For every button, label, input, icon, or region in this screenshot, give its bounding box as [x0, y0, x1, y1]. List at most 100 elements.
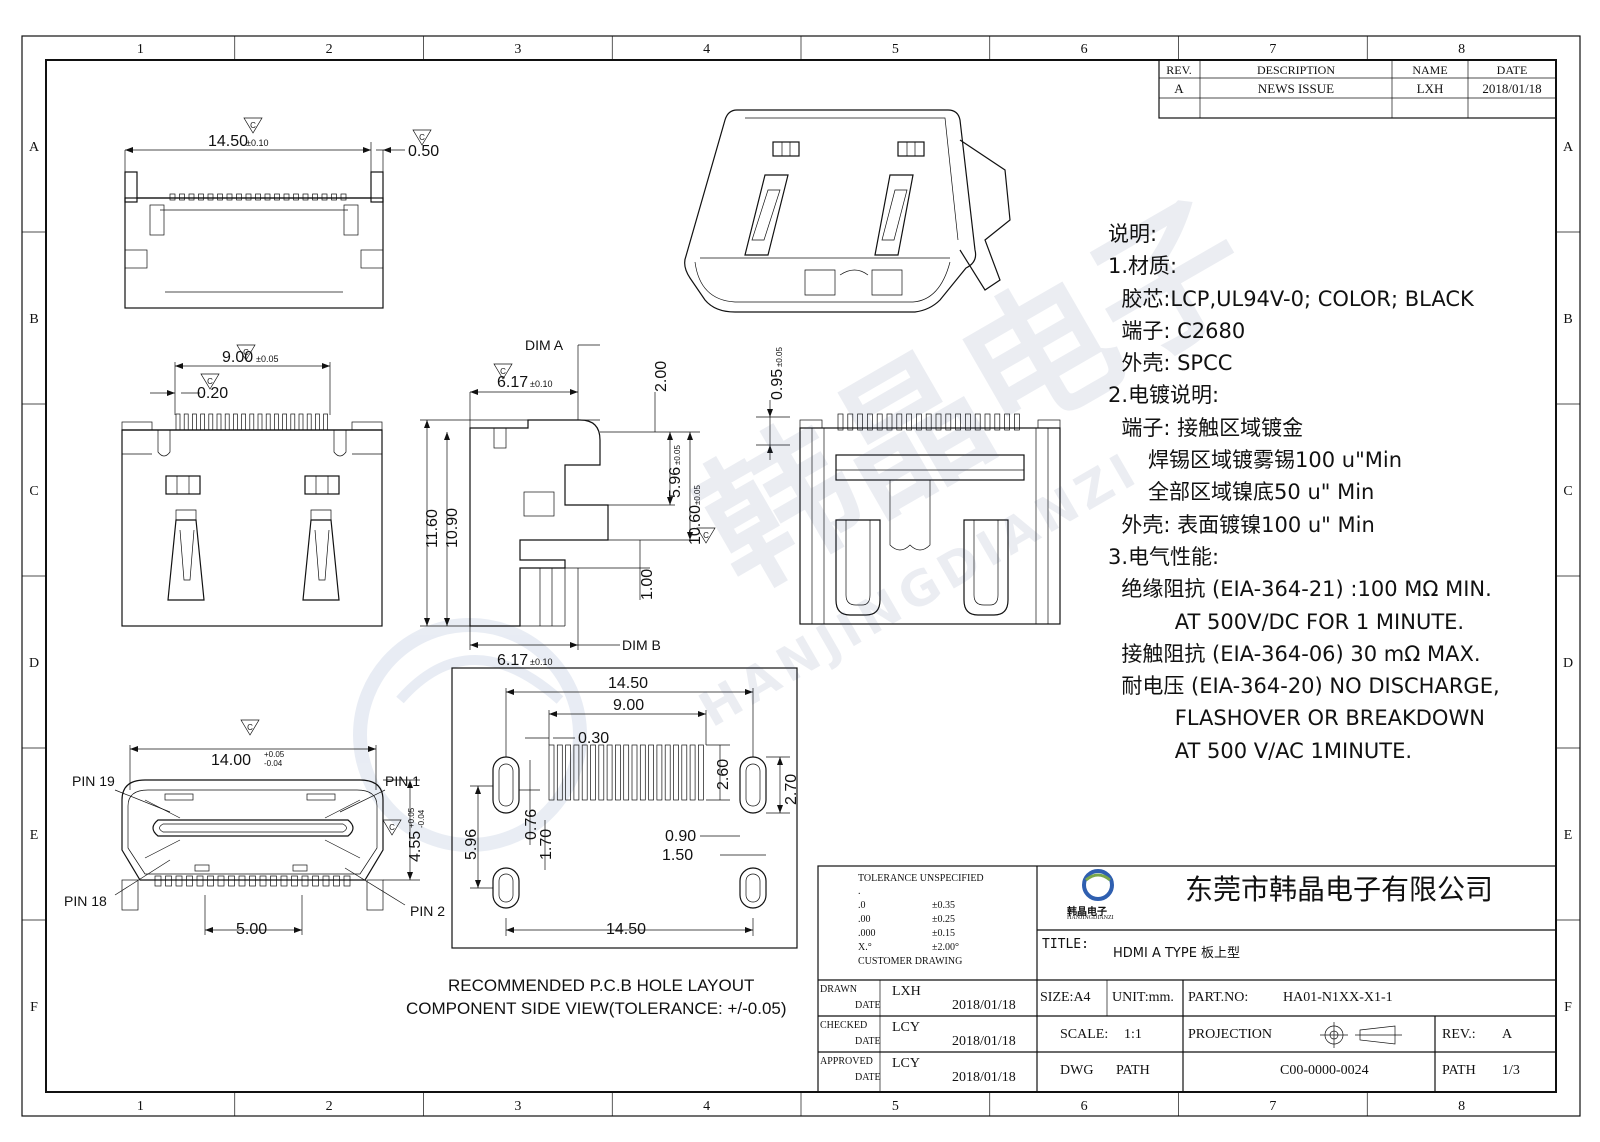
pin — [673, 744, 679, 801]
pin — [847, 413, 854, 431]
datum-triangle — [240, 719, 260, 736]
zone-col-bottom: 8 — [1458, 1099, 1465, 1114]
pin — [265, 413, 271, 431]
tol-row-2-b: ±0.25 — [932, 914, 955, 925]
zone-row-right: C — [1563, 484, 1572, 499]
pin — [198, 193, 204, 201]
part-number: HA01-N1XX-X1-1 — [1283, 990, 1393, 1005]
pin — [590, 744, 596, 801]
pcb-dim-030: 0.30 — [578, 730, 609, 747]
company-name: 东莞市韩晶电子有限公司 — [1185, 873, 1494, 906]
revision-table: REV. DESCRIPTION NAME DATE A NEWS ISSUE … — [1158, 59, 1557, 119]
pin — [312, 875, 319, 887]
dim-top-width: 14.50 — [208, 133, 248, 150]
pin — [280, 875, 288, 887]
logo-text: 韩晶电子 — [1067, 907, 1107, 918]
pin — [226, 193, 233, 201]
side-view — [420, 344, 700, 650]
title-label: TITLE: — [1042, 937, 1089, 952]
pin — [298, 413, 304, 431]
pin — [631, 744, 638, 801]
rear-view — [756, 400, 1061, 625]
note-line: 耐电压 (EIA-364-20) NO DISCHARGE, — [1108, 674, 1500, 699]
pin — [606, 744, 613, 801]
datum-triangle — [243, 117, 263, 134]
pin — [274, 193, 280, 201]
pin — [1004, 413, 1010, 431]
pin — [867, 413, 873, 431]
pcb-dim-596: 5.96 — [463, 829, 480, 860]
pin — [255, 193, 261, 201]
pin — [689, 744, 696, 801]
pin — [264, 193, 271, 201]
pin — [196, 875, 204, 887]
dim-b-label: DIM B — [622, 637, 661, 653]
dwg-number: C00-0000-0024 — [1280, 1063, 1369, 1078]
zone-row-right: B — [1563, 312, 1572, 327]
zone-row-left: A — [29, 140, 40, 155]
tol-row-2-a: .00 — [858, 914, 871, 925]
dim-top-gap: 0.50 — [408, 143, 439, 160]
pin — [274, 413, 279, 431]
rev-header-name: NAME — [1412, 63, 1447, 77]
pcb-dim-090: 0.90 — [665, 828, 696, 845]
pcb-caption-line2: COMPONENT SIDE VIEW(TOLERANCE: +/-0.05) — [406, 999, 787, 1018]
pin — [217, 875, 225, 887]
dim-face-pitch: 5.00 — [236, 921, 267, 938]
tolerance-header: TOLERANCE UNSPECIFIED — [858, 873, 984, 884]
zone-row-left: C — [29, 484, 38, 499]
checked-date: 2018/01/18 — [952, 1034, 1016, 1049]
note-line: AT 500V/DC FOR 1 MINUTE. — [1108, 609, 1465, 634]
note-line: 全部区域镍底50 u" Min — [1108, 480, 1375, 505]
pin — [236, 193, 242, 201]
note-line: 绝缘阻抗 (EIA-364-21) :100 MΩ MIN. — [1108, 577, 1492, 602]
pin — [664, 744, 671, 801]
pin — [283, 193, 290, 201]
note-line: 外壳: SPCC — [1108, 351, 1233, 376]
pin — [896, 413, 903, 431]
pin — [175, 413, 181, 431]
pin — [179, 193, 185, 201]
dim-side-1060: 10.60 — [687, 505, 704, 545]
note-line: 焊锡区域镀雾锡100 u"Min — [1108, 448, 1403, 473]
title-block-lines — [817, 865, 1557, 1093]
pcb-dim-150: 1.50 — [662, 847, 693, 864]
pin — [207, 193, 214, 201]
dim-face-height-tol-dn: -0.04 — [417, 809, 426, 828]
pin — [301, 875, 309, 887]
pin — [994, 413, 1001, 431]
datum-triangle — [412, 129, 432, 146]
datum-label: C — [389, 823, 395, 832]
pin — [169, 193, 176, 201]
pin — [886, 413, 893, 431]
dim-front-span-tol: ±0.05 — [256, 354, 278, 364]
company-logo-mark — [1082, 869, 1114, 901]
pin — [916, 413, 922, 431]
zone-col-top: 1 — [137, 42, 144, 57]
datum-triangle — [382, 819, 402, 836]
pin — [192, 413, 197, 431]
pin — [639, 744, 646, 801]
isometric-view — [684, 109, 1011, 313]
pcb-dim-260: 2.60 — [715, 759, 732, 790]
pin — [965, 413, 971, 431]
unit-value: UNIT:mm. — [1112, 990, 1174, 1005]
zone-row-left: E — [30, 828, 39, 843]
tol-row-1-a: .0 — [858, 900, 866, 911]
datum-label: C — [250, 121, 256, 130]
projection-label: PROJECTION — [1188, 1027, 1273, 1042]
datum-triangle — [200, 373, 220, 390]
checked-label: CHECKED — [820, 1020, 868, 1031]
datum-triangle — [493, 363, 513, 380]
pin — [183, 413, 189, 431]
pin — [238, 875, 246, 887]
scale-value: 1:1 — [1124, 1027, 1142, 1042]
dim-face-width-tol-dn: -0.04 — [264, 759, 283, 768]
dim-face-height: 4.55 — [407, 831, 424, 862]
datum-label: C — [243, 348, 249, 357]
pin — [955, 413, 961, 431]
checked-date-label: DATE — [855, 1036, 881, 1047]
